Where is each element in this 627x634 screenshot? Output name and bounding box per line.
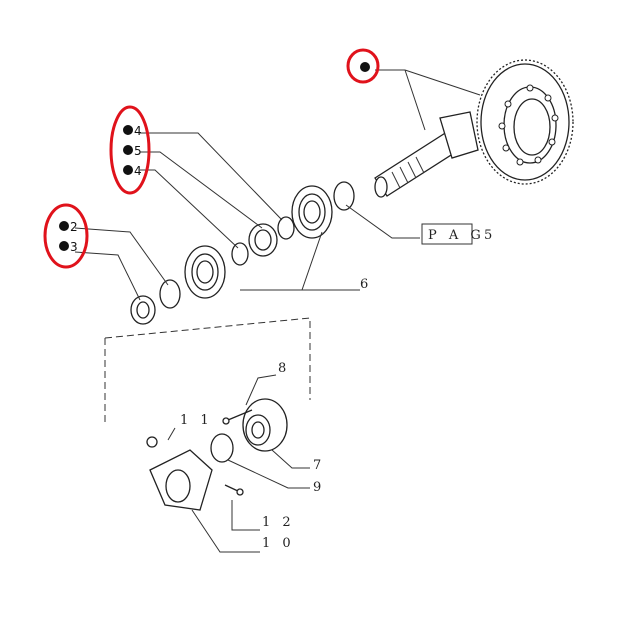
callout-2: 2 [70,220,78,234]
bullet-marker [123,145,133,155]
yoke-10 [149,449,213,511]
bullet-marker [123,165,133,175]
callout-9: 9 [313,480,325,495]
callout-10: 1 0 [262,536,295,551]
page-ref-box [421,223,473,245]
bearing-cup [248,223,278,257]
ring-4b [231,242,249,266]
callout-5: 5 [134,144,142,158]
leader-lines [74,69,481,553]
crown-gear [476,59,574,185]
flange-7 [242,398,288,452]
bolt-12 [224,484,244,496]
bullet-marker [123,125,133,135]
highlight-circle-1 [346,48,380,84]
callout-4b: 4 [134,164,142,178]
bolt-8 [222,409,253,425]
page-ref-number: 5 [484,228,496,243]
callout-6: 6 [360,277,372,292]
seal-9 [210,433,234,463]
bearing-upper [291,185,333,239]
callout-3: 3 [70,240,78,254]
bullet-marker [59,241,69,251]
nut-11 [146,436,158,448]
nut-3 [130,295,156,325]
callout-11: 1 1 [180,413,213,428]
page-ref-label: P A G [428,228,485,243]
spacer-ring-upper [333,181,355,211]
pinion-shaft [374,111,479,198]
callout-7: 7 [313,458,325,473]
bullet-marker [59,221,69,231]
callout-8: 8 [278,361,290,376]
ring-2 [159,279,181,309]
highlight-circle-2-3 [43,203,89,269]
bullet-marker [360,62,370,72]
connector-dashed [104,317,311,425]
highlight-circle-4-5-4 [109,105,151,195]
bearing-lower [184,245,226,299]
ring-4a [277,216,295,240]
callout-12: 1 2 [262,515,295,530]
callout-4a: 4 [134,124,142,138]
